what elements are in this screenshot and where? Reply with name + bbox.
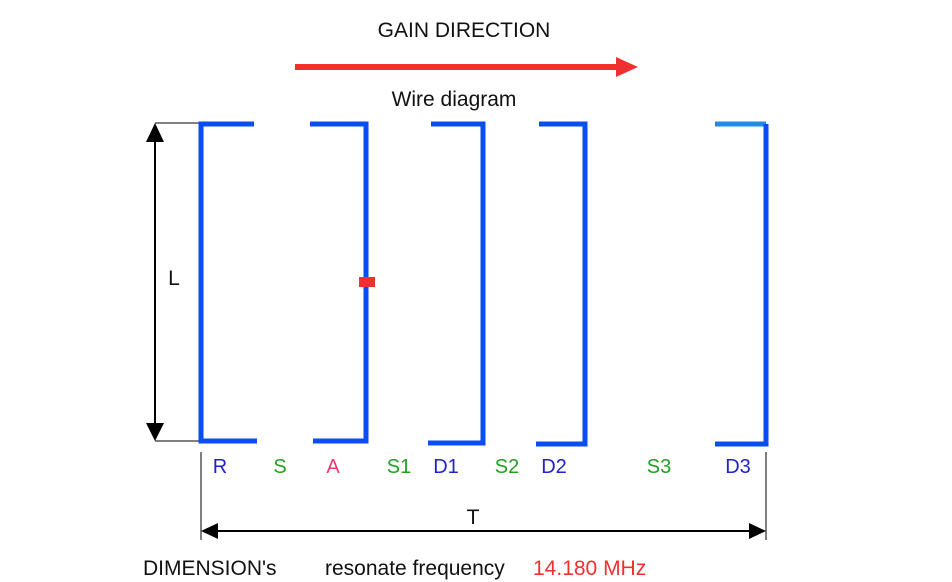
element-label-d2: D2 bbox=[541, 456, 567, 478]
total-dimension-line bbox=[200, 452, 767, 540]
spacing-label-s2: S2 bbox=[495, 456, 519, 478]
diagram-subtitle: Wire diagram bbox=[392, 88, 517, 111]
gain-direction-arrow-icon bbox=[295, 57, 638, 77]
total-length-label: T bbox=[467, 506, 480, 529]
spacing-label-s3: S3 bbox=[647, 456, 671, 478]
length-label: L bbox=[168, 267, 180, 290]
spacing-label-s1: S1 bbox=[387, 456, 411, 478]
reflector-element bbox=[198, 121, 257, 444]
length-dimension-line bbox=[146, 122, 202, 442]
frequency-value: 14.180 MHz bbox=[533, 557, 646, 580]
director-1-element bbox=[428, 121, 486, 446]
driven-element bbox=[310, 121, 369, 444]
resonate-frequency-label: resonate frequency bbox=[325, 557, 505, 580]
director-3-element bbox=[715, 121, 769, 447]
director-2-element bbox=[536, 121, 588, 447]
spacing-label-s: S bbox=[273, 456, 286, 478]
gain-direction-title: GAIN DIRECTION bbox=[378, 19, 551, 42]
element-label-d1: D1 bbox=[433, 456, 459, 478]
element-label-r: R bbox=[213, 456, 227, 478]
dimensions-link[interactable]: DIMENSION's bbox=[143, 557, 277, 580]
feed-point-marker bbox=[359, 277, 375, 287]
element-label-a: A bbox=[326, 456, 340, 478]
element-label-d3: D3 bbox=[725, 456, 751, 478]
